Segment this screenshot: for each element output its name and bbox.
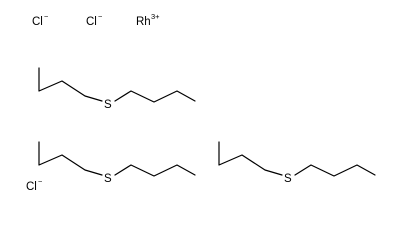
butyl-chain-left [38, 67, 103, 102]
rhodium-symbol: Rh [136, 16, 151, 28]
chloride-charge: − [98, 12, 103, 21]
chloride-charge: − [38, 177, 43, 186]
sulfur-atom: S [104, 99, 112, 111]
chloride-symbol: Cl [26, 181, 37, 193]
butyl-chain-left [218, 141, 283, 176]
butyl-chain-right [114, 90, 196, 103]
butyl-chain-left [38, 141, 103, 176]
rhodium-charge: 3+ [151, 12, 160, 21]
chloride-ion-3: Cl − [26, 177, 43, 193]
sulfur-atom: S [104, 173, 112, 185]
sulfur-atom: S [284, 173, 292, 185]
chloride-ion-1: Cl − [32, 12, 49, 28]
chloride-symbol: Cl [86, 16, 97, 28]
chloride-ion-2: Cl − [86, 12, 103, 28]
butyl-chain-right [294, 164, 376, 177]
structure-diagram: Cl − Cl − Rh 3+ Cl − S S S [26, 12, 376, 193]
dibutyl-sulfide-3: S [218, 141, 376, 185]
chloride-charge: − [44, 12, 49, 21]
dibutyl-sulfide-1: S [38, 67, 196, 111]
butyl-chain-right [114, 164, 196, 177]
chloride-symbol: Cl [32, 16, 43, 28]
dibutyl-sulfide-2: S [38, 141, 196, 185]
rhodium-ion: Rh 3+ [136, 12, 160, 28]
